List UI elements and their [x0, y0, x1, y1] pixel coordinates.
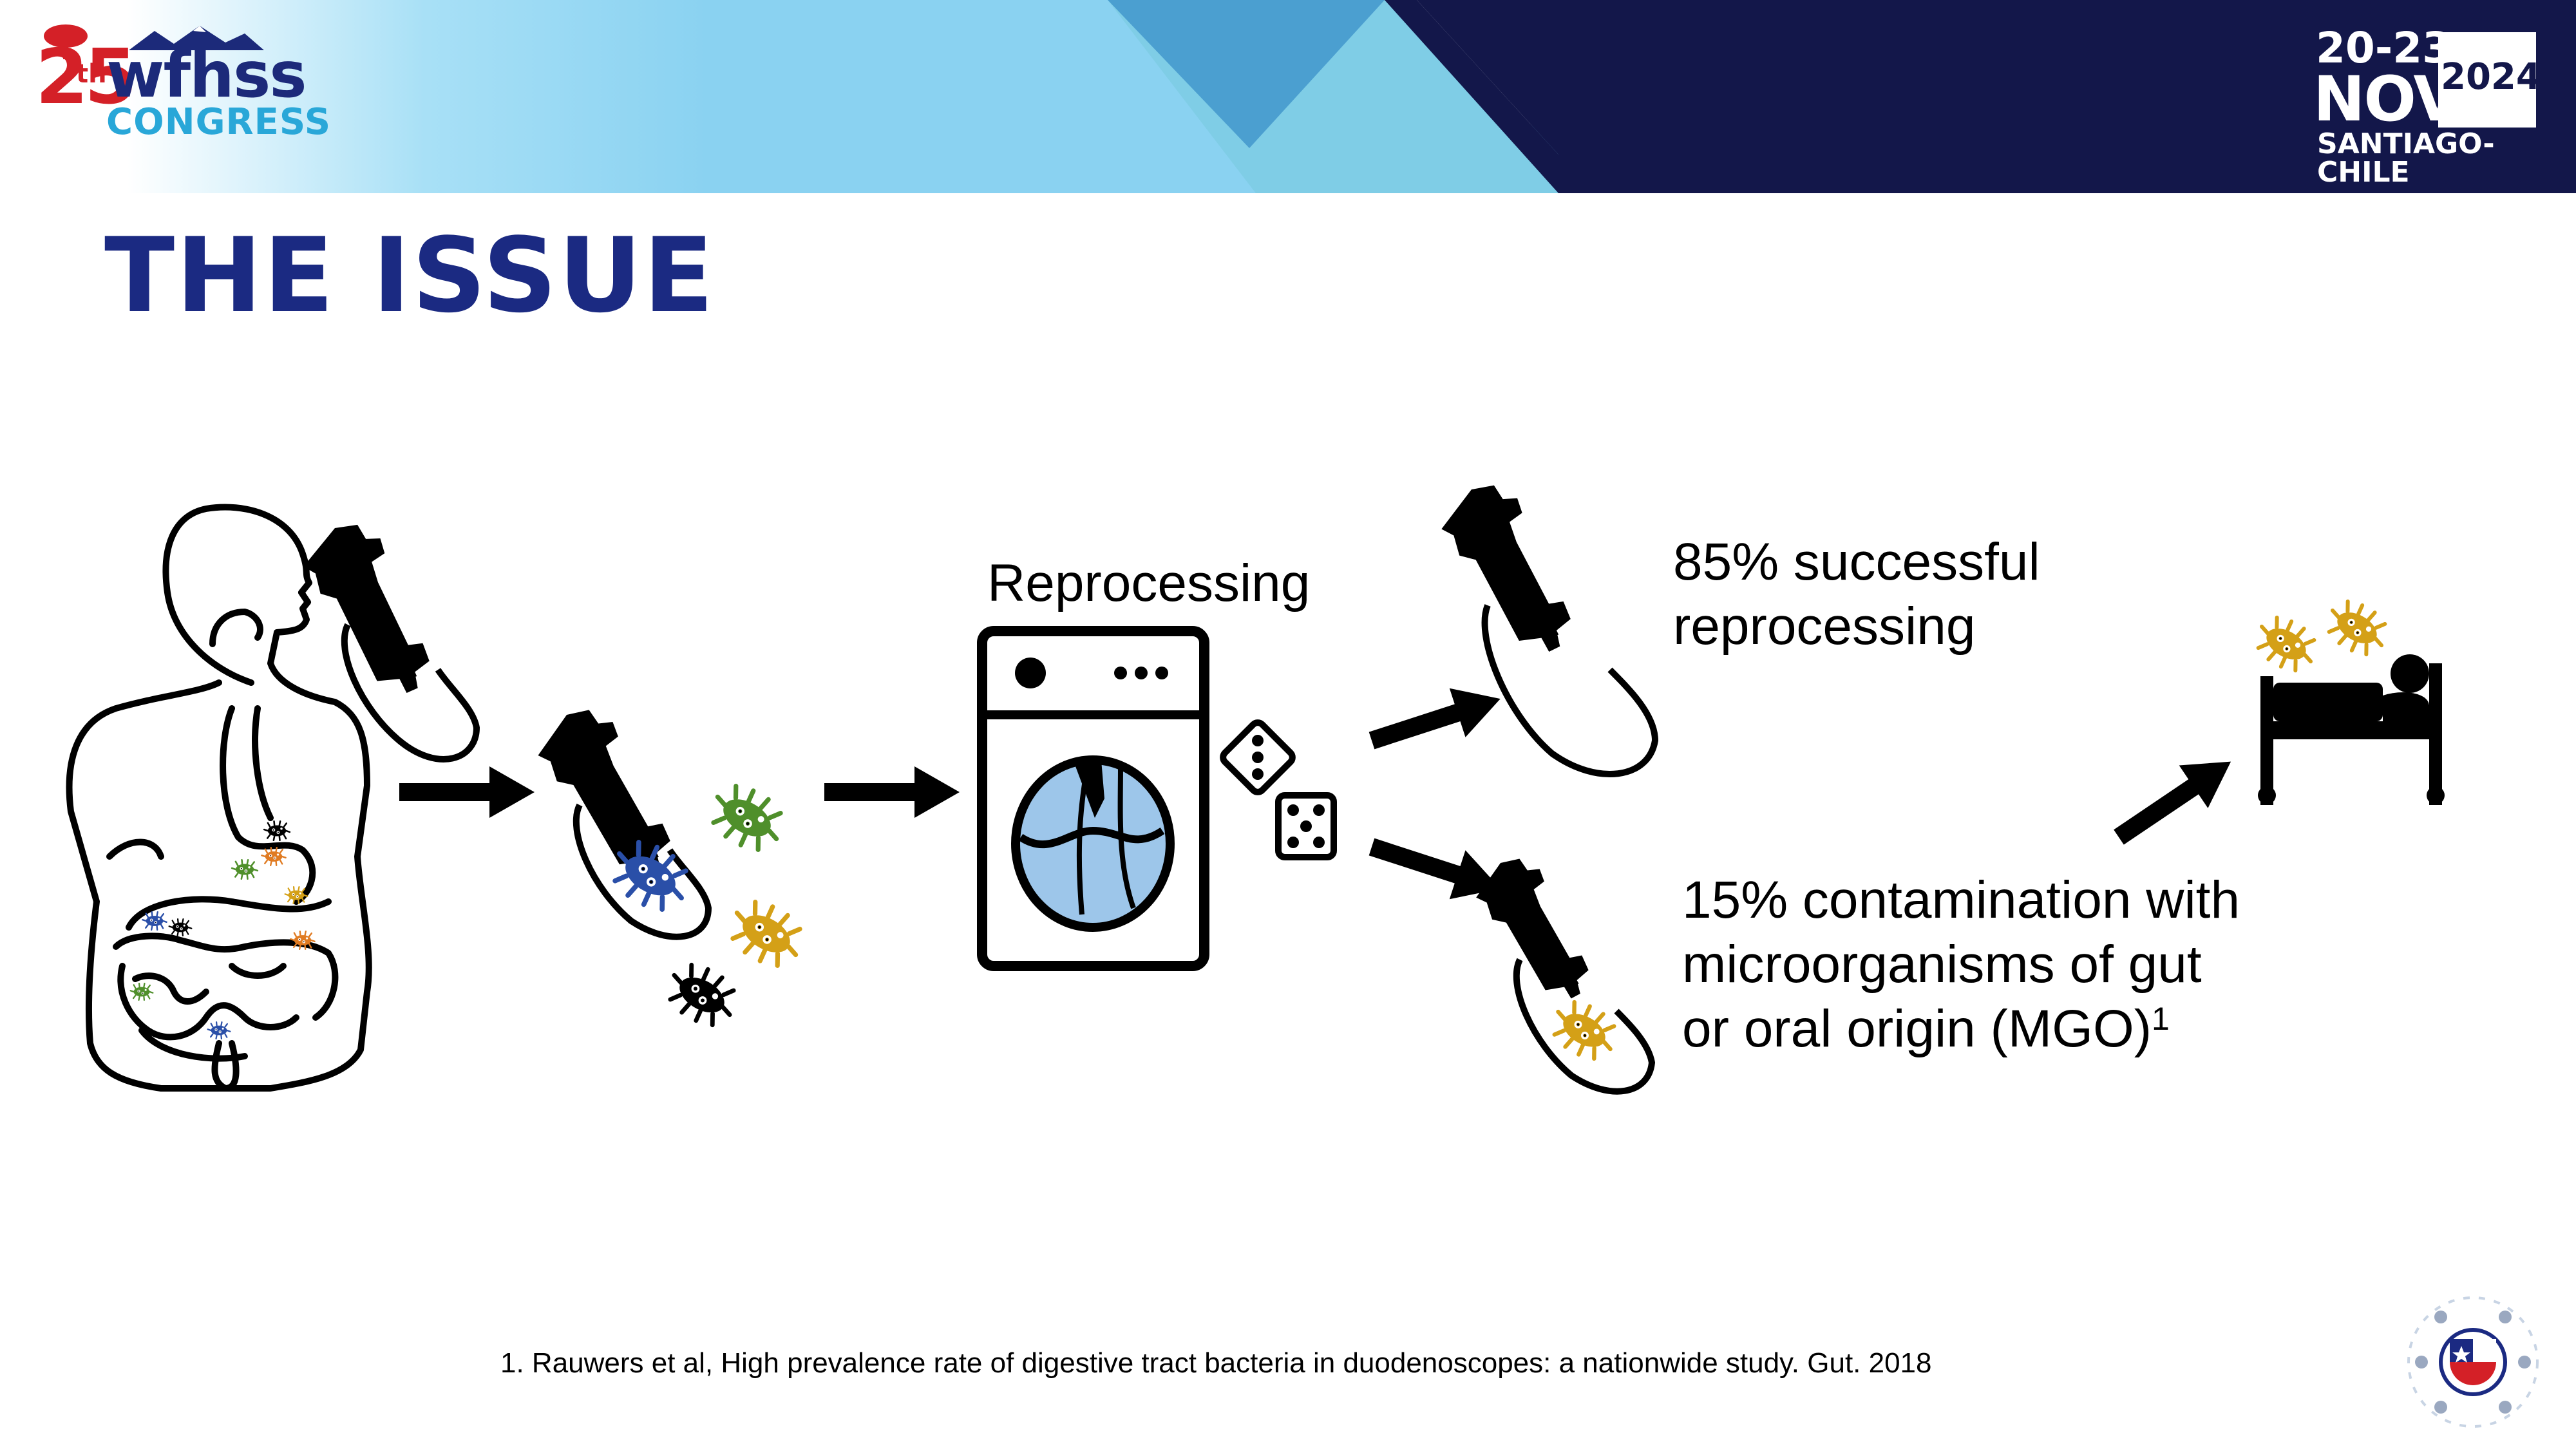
event-year: 2024 [2441, 56, 2541, 98]
bacteria-icon [2249, 594, 2394, 678]
endoscope-icon [288, 518, 480, 762]
tree-icon [44, 24, 88, 59]
slide-title: THE ISSUE [104, 215, 715, 336]
reference-marker: 1 [2152, 1001, 2170, 1037]
washing-machine-icon [977, 626, 1209, 971]
logo-number: 25 [35, 32, 137, 121]
wfhss-logo: 25 th wfhss CONGRESS [0, 0, 330, 167]
reprocessing-label: Reprocessing [987, 554, 1311, 612]
arrow-icon [824, 766, 960, 818]
success-line: 85% successful [1673, 533, 2040, 591]
contamination-line: or oral origin (MGO)1 [1682, 997, 2240, 1061]
arrow-icon [1364, 674, 1508, 765]
footnote: 1. Rauwers et al, High prevalence rate o… [500, 1347, 1932, 1379]
arrow-icon [2105, 740, 2246, 858]
logo-name: wfhss [106, 39, 307, 112]
human-body-icon [66, 504, 372, 1092]
hospital-bed-icon [2258, 654, 2445, 805]
contamination-line: 15% contamination with [1682, 871, 2240, 929]
endoscope-icon [1430, 480, 1659, 778]
sustainability-seal-icon [2407, 1296, 2539, 1428]
contamination-line-text: or oral origin (MGO) [1682, 999, 2152, 1059]
event-month: NOV [2313, 63, 2461, 135]
logo-subtitle: CONGRESS [106, 101, 332, 143]
endoscope-icon [1469, 856, 1656, 1095]
contamination-line: microorganisms of gut [1682, 935, 2202, 994]
event-location: SANTIAGO-CHILE [2317, 128, 2495, 189]
arrow-icon [399, 766, 535, 818]
contamination-label: 15% contamination with microorganisms of… [1682, 868, 2240, 1061]
bacteria-icon [1545, 994, 1624, 1066]
event-year-box [2438, 32, 2536, 128]
endoscope-icon [530, 706, 712, 940]
mountain-icon [129, 26, 264, 50]
success-label: 85% successful reprocessing [1673, 530, 2040, 659]
success-line: reprocessing [1673, 597, 1976, 656]
header-banner [0, 0, 2576, 193]
dice-icon [1220, 719, 1337, 860]
event-dates: 20-23 [2316, 23, 2452, 73]
logo-suffix: th [76, 59, 107, 89]
